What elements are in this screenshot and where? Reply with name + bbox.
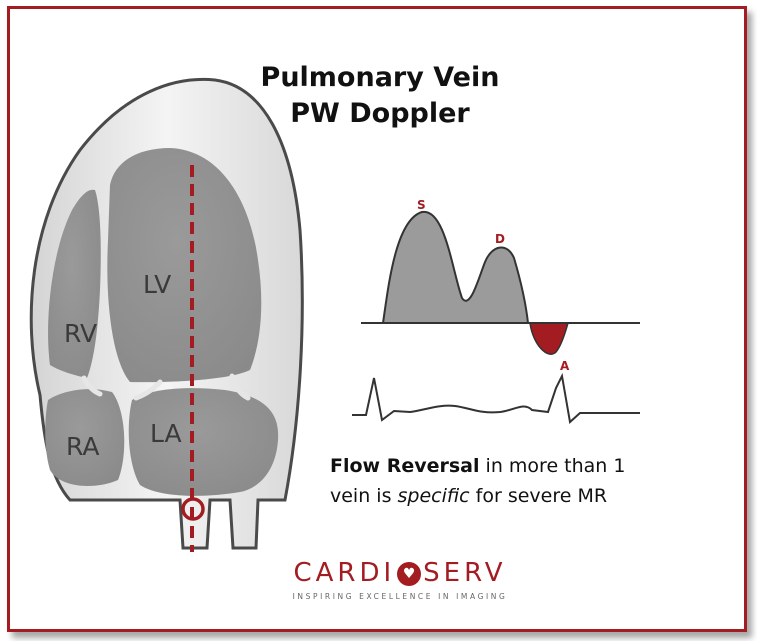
sample-volume-gate	[181, 497, 205, 521]
mitral-leaflet	[133, 379, 163, 401]
caption-italic-term: specific	[397, 485, 470, 507]
caption-suffix-2: for severe MR	[469, 485, 608, 507]
logo-left: CARDI	[293, 558, 396, 588]
logo-tagline: INSPIRING EXCELLENCE IN IMAGING	[292, 592, 508, 601]
ra-label: RA	[66, 432, 99, 461]
logo-wordmark: CARDI♥SERV	[280, 558, 520, 588]
heart-diagram: LV RV RA LA	[29, 77, 304, 552]
caption: Flow Reversal in more than 1 vein is spe…	[330, 451, 660, 511]
s-wave-label: S	[417, 198, 426, 212]
systolic-diastolic-flow	[381, 210, 530, 324]
ecg-trace	[352, 372, 640, 424]
mitral-leaflet-2	[229, 373, 251, 401]
rv-label: RV	[64, 319, 97, 348]
logo-right: SERV	[423, 558, 507, 588]
left-ventricle	[107, 148, 262, 383]
right-ventricle	[48, 189, 101, 378]
title-line-1: Pulmonary Vein	[260, 62, 500, 93]
cardioserv-logo: CARDI♥SERV INSPIRING EXCELLENCE IN IMAGI…	[280, 558, 520, 601]
right-atrium	[45, 389, 125, 486]
caption-line-1: Flow Reversal in more than 1	[330, 451, 660, 481]
caption-rest-1: in more than 1	[479, 455, 626, 477]
caption-bold-term: Flow Reversal	[330, 455, 480, 477]
title-line-2: PW Doppler	[290, 98, 470, 129]
doppler-waveform: S D A	[361, 198, 640, 373]
a-wave-label: A	[560, 359, 570, 373]
la-label: LA	[150, 419, 182, 448]
d-wave-label: D	[495, 232, 505, 246]
tricuspid-leaflet	[81, 375, 103, 397]
slide-title: Pulmonary Vein PW Doppler	[230, 60, 530, 132]
caption-prefix-2: vein is	[330, 485, 398, 507]
left-atrium	[128, 388, 279, 496]
lv-label: LV	[143, 270, 171, 299]
caption-line-2: vein is specific for severe MR	[330, 481, 660, 511]
atrial-reversal-flow	[529, 322, 569, 355]
heart-icon: ♥	[397, 562, 422, 586]
